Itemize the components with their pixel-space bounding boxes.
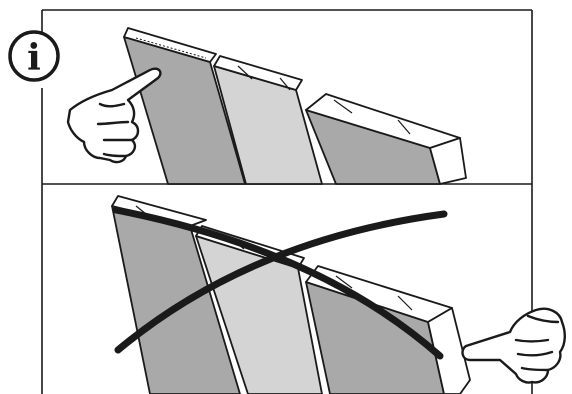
- hand-bottom-outline: [463, 309, 565, 383]
- panel-top-correct: [124, 28, 466, 184]
- info-icon: i: [10, 32, 58, 80]
- info-icon-glyph: i: [27, 37, 41, 79]
- panel-bottom-incorrect: [112, 196, 470, 394]
- pointing-hand-icon-bottom: [463, 309, 565, 383]
